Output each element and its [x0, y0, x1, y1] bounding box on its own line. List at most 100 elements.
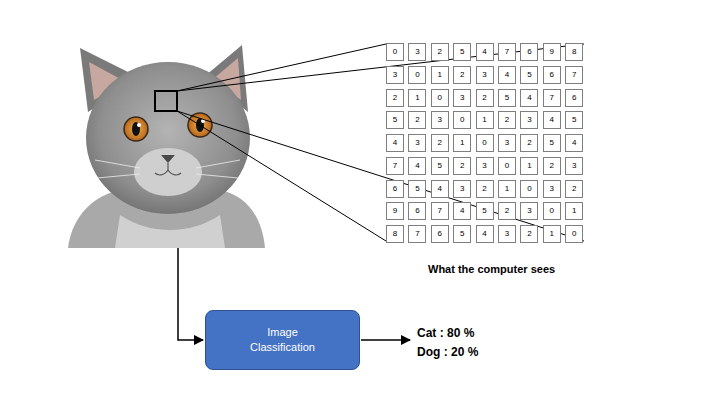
matrix-cell: 0 [386, 43, 404, 61]
pixel-value: 2 [460, 162, 464, 170]
matrix-cell: 0 [520, 180, 538, 198]
pixel-value: 7 [505, 48, 509, 56]
matrix-cell: 2 [386, 89, 404, 107]
matrix-cell: 7 [565, 66, 583, 84]
cat-whiskers [95, 160, 240, 178]
pixel-value: 3 [505, 230, 509, 238]
matrix-cell: 2 [520, 134, 538, 152]
zoom-line [177, 111, 584, 241]
matrix-cell: 4 [431, 180, 449, 198]
matrix-cell: 0 [453, 111, 471, 129]
matrix-cell: 3 [431, 111, 449, 129]
pixel-value: 1 [527, 162, 531, 170]
matrix-cell: 2 [498, 202, 516, 220]
pixel-value: 2 [438, 48, 442, 56]
matrix-cell: 5 [565, 111, 583, 129]
pixel-value: 6 [415, 207, 419, 215]
pixel-value: 0 [438, 94, 442, 102]
pixel-value: 2 [527, 230, 531, 238]
matrix-cell: 1 [498, 180, 516, 198]
cat-pupil [132, 122, 140, 136]
result-score-holder: Cat : 80 % [417, 323, 474, 341]
matrix-cell: 2 [543, 157, 561, 175]
matrix-cell: 5 [386, 111, 404, 129]
matrix-cell: 2 [453, 157, 471, 175]
matrix-cell: 6 [520, 43, 538, 61]
pixel-value: 0 [550, 207, 554, 215]
pixel-value: 6 [438, 230, 442, 238]
pixel-value: 6 [393, 185, 397, 193]
matrix-cell: 2 [408, 111, 426, 129]
pixel-value: 5 [460, 230, 464, 238]
flow-arrow [178, 248, 203, 340]
pixel-value: 9 [550, 48, 554, 56]
pixel-value: 5 [460, 48, 464, 56]
result-score: Cat : 80 % [417, 326, 474, 340]
matrix-cell: 7 [386, 157, 404, 175]
flow-arrow [361, 339, 410, 341]
pixel-value: 2 [460, 71, 464, 79]
result-score-holder: Dog : 20 % [417, 342, 478, 360]
pixel-value: 8 [572, 48, 576, 56]
pixel-value: 2 [505, 207, 509, 215]
matrix-cell: 2 [498, 111, 516, 129]
pixel-value: 5 [482, 207, 486, 215]
cat-eye [124, 117, 148, 141]
pixel-value: 5 [415, 185, 419, 193]
pixel-value: 2 [527, 139, 531, 147]
pixel-value: 4 [482, 230, 486, 238]
matrix-cell: 8 [386, 225, 404, 243]
pixel-value: 7 [415, 230, 419, 238]
pixel-value: 3 [460, 94, 464, 102]
pixel-value: 4 [527, 94, 531, 102]
pixel-value: 4 [438, 185, 442, 193]
pixel-value: 6 [550, 71, 554, 79]
matrix-cell: 2 [431, 134, 449, 152]
matrix-cell: 3 [476, 66, 494, 84]
matrix-cell: 3 [498, 134, 516, 152]
pixel-value: 2 [505, 116, 509, 124]
pixel-value: 2 [482, 185, 486, 193]
pixel-value: 6 [572, 94, 576, 102]
matrix-cell: 5 [476, 202, 494, 220]
matrix-cell: 9 [386, 202, 404, 220]
process-box: Image Classification [205, 310, 360, 370]
pixel-value: 2 [415, 116, 419, 124]
pixel-value: 5 [550, 139, 554, 147]
pixel-value: 4 [393, 139, 397, 147]
matrix-cell: 5 [431, 157, 449, 175]
box-label-group: Image Classification [238, 325, 328, 355]
matrix-cell: 2 [431, 43, 449, 61]
pixel-value: 2 [482, 94, 486, 102]
matrix-cell: 4 [476, 43, 494, 61]
pixel-value: 0 [393, 48, 397, 56]
matrix-cell: 0 [498, 157, 516, 175]
matrix-cell: 1 [543, 225, 561, 243]
matrix-cell: 6 [543, 66, 561, 84]
pixel-value: 4 [505, 71, 509, 79]
matrix-cell: 3 [520, 111, 538, 129]
matrix-cell: 9 [543, 43, 561, 61]
matrix-cell: 2 [520, 225, 538, 243]
pixel-value: 7 [438, 207, 442, 215]
matrix-cell: 4 [386, 134, 404, 152]
matrix-cell: 3 [408, 43, 426, 61]
matrix-cell: 1 [408, 89, 426, 107]
matrix-cell: 3 [498, 225, 516, 243]
cat-mouth [155, 163, 181, 175]
pixel-value: 1 [460, 139, 464, 147]
pixel-value: 7 [572, 71, 576, 79]
matrix-cell: 3 [453, 180, 471, 198]
pixel-value: 1 [482, 116, 486, 124]
matrix-cell: 5 [498, 89, 516, 107]
cat-muzzle [134, 148, 202, 196]
pixel-value: 2 [572, 185, 576, 193]
pixel-value: 3 [527, 207, 531, 215]
pixel-value: 6 [527, 48, 531, 56]
matrix-cell: 6 [386, 180, 404, 198]
matrix-cell: 1 [520, 157, 538, 175]
matrix-cell: 3 [386, 66, 404, 84]
pixel-value: 0 [460, 116, 464, 124]
grid-caption: What the computer sees [428, 263, 555, 275]
